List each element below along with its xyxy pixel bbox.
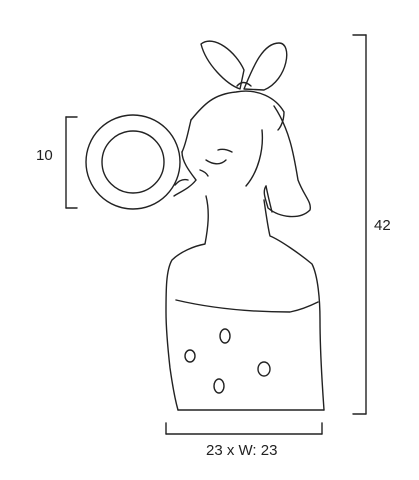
head [173, 90, 312, 218]
polka-dot [257, 361, 271, 377]
torso [165, 195, 325, 411]
width-dimension-bracket [165, 422, 323, 435]
width-dimension-label: 23 x W: 23 [206, 442, 278, 459]
hair-bow [200, 40, 288, 91]
bubble [85, 114, 189, 210]
polka-dot [184, 349, 196, 363]
bubble-dimension-bracket [65, 116, 78, 209]
height-dimension-label: 42 [374, 217, 391, 234]
polka-dot [213, 378, 225, 394]
polka-dots [184, 328, 271, 394]
bubble-dimension-label: 10 [36, 147, 53, 164]
height-dimension-bracket [352, 34, 367, 415]
polka-dot [219, 328, 231, 344]
